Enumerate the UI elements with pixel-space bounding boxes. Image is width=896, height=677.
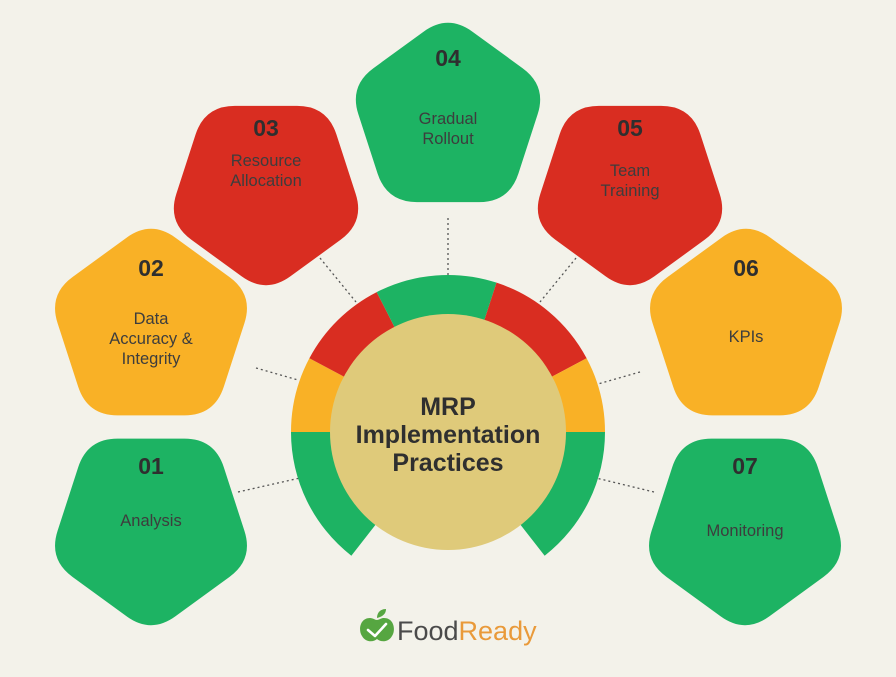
connector-line-03: [319, 257, 357, 303]
connector-line-05: [539, 257, 577, 303]
ring-segment-07: [516, 432, 605, 556]
connector-line-07: [595, 477, 655, 493]
step-03-number: 03: [253, 115, 279, 141]
step-05-label-line-1: Team: [610, 162, 650, 180]
step-02-number: 02: [138, 255, 164, 281]
step-04-pentagon: [355, 22, 541, 203]
step-02-label-line-1: Data: [134, 310, 170, 328]
step-05-pentagon: [537, 105, 723, 286]
step-02-label-line-2: Accuracy &: [109, 330, 192, 348]
step-04-number: 04: [435, 45, 461, 71]
center-hub: MRP Implementation Practices: [330, 314, 566, 550]
step-01-label-line-1: Analysis: [120, 512, 181, 530]
center-title-line-2: Implementation: [356, 421, 541, 449]
step-03-label-line-2: Allocation: [230, 172, 302, 190]
step-06-pentagon: [650, 228, 842, 416]
ring-segment-05: [482, 282, 587, 380]
step-03-pentagon: [173, 105, 359, 286]
apple-check-icon: [360, 609, 394, 642]
connector-lines: [237, 218, 655, 493]
step-06-number: 06: [733, 255, 759, 281]
center-title-line-1: MRP: [420, 393, 476, 421]
center-circle: [330, 314, 566, 550]
connector-line-02: [255, 367, 299, 381]
step-07-label-line-1: Monitoring: [706, 522, 783, 540]
center-title-line-3: Practices: [392, 449, 503, 477]
step-01-number: 01: [138, 453, 164, 479]
step-02-pentagon: [55, 228, 247, 416]
foodready-logo: FoodReady: [360, 609, 537, 646]
step-04-label-line-2: Rollout: [422, 130, 474, 148]
svg-text:FoodReady: FoodReady: [397, 616, 537, 646]
step-05-label-line-2: Training: [601, 182, 660, 200]
step-07-number: 07: [732, 453, 758, 479]
step-03-label-line-1: Resource: [231, 152, 302, 170]
logo-text-ready: Ready: [459, 616, 538, 646]
ring-segment-03: [309, 292, 398, 380]
step-07-pentagon: [649, 438, 841, 626]
step-05-number: 05: [617, 115, 643, 141]
ring-segment-01: [291, 432, 380, 556]
connector-line-01: [237, 477, 301, 493]
logo-text-food: Food: [397, 616, 459, 646]
step-01-pentagon: [55, 438, 247, 626]
step-02-label-line-3: Integrity: [122, 350, 181, 368]
connector-line-06: [597, 371, 641, 385]
step-04-label-line-1: Gradual: [419, 110, 478, 128]
step-06-label-line-1: KPIs: [729, 328, 764, 346]
